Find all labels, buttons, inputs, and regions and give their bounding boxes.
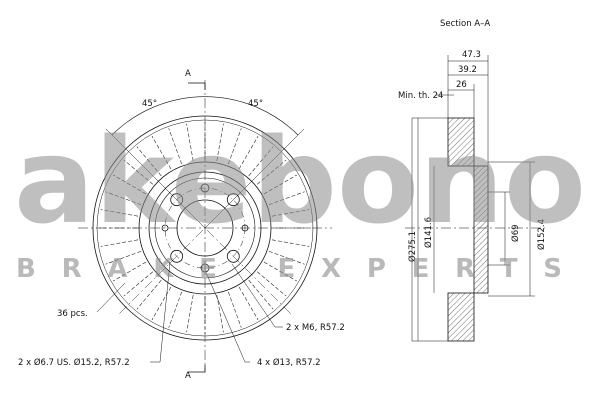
vane (238, 136, 259, 170)
watermark-brand: akebono (14, 112, 586, 250)
section-marker-bottom: A (185, 371, 191, 381)
vane (136, 279, 162, 310)
dim-overall-width: 47.3 (462, 50, 481, 60)
angle-arc (111, 96, 299, 136)
vane (113, 261, 147, 282)
section-view (405, 55, 545, 342)
vane (113, 174, 147, 195)
angle-label-right: 45° (248, 99, 263, 109)
vane (256, 271, 287, 297)
vane (268, 251, 305, 265)
vane (263, 261, 297, 282)
dim-hat-height: 39.2 (458, 65, 477, 75)
vane (136, 146, 162, 177)
callout-locating-holes: 2 x Ø6.7 US. Ø15.2, R57.2 (18, 357, 130, 368)
friction-ring-top (447, 117, 475, 167)
vane (168, 291, 182, 328)
callout-bolt-holes: 4 x Ø13, R57.2 (257, 357, 321, 368)
bolt-hole (170, 249, 184, 263)
section-marker-top: A (185, 69, 191, 79)
vane (228, 128, 242, 165)
vane (100, 239, 139, 247)
dia-outer: Ø275.1 (407, 231, 418, 262)
vane (186, 294, 194, 333)
bolt-hole (226, 193, 240, 207)
callout-vanes: 36 pcs. (57, 309, 88, 319)
vane (248, 279, 274, 310)
angle-leader-left (105, 128, 206, 229)
vane (151, 286, 172, 320)
angle-leader-right (204, 128, 305, 229)
leader-locating (150, 261, 171, 363)
min-thickness: Min. th. 24 (398, 91, 443, 101)
watermark: akebono BRAKE EXPERTS (14, 112, 586, 284)
bolt-hole (170, 193, 184, 207)
front-view (78, 80, 332, 373)
vane (105, 191, 142, 205)
friction-ring-bottom (447, 292, 475, 342)
vane (228, 291, 242, 328)
vane (256, 159, 287, 185)
vane (100, 209, 139, 217)
vane (123, 271, 154, 297)
vane (248, 146, 274, 177)
vane (268, 191, 305, 205)
callout-thread-holes: 2 x M6, R57.2 (286, 323, 345, 333)
vane (263, 174, 297, 195)
vane (168, 128, 182, 165)
watermark-tagline: BRAKE EXPERTS (16, 254, 584, 284)
vane (105, 251, 142, 265)
vane (271, 209, 310, 217)
cooling-vanes (99, 122, 311, 334)
vane (271, 239, 310, 247)
dia-center-bore: Ø69 (510, 224, 521, 242)
vane (216, 294, 224, 333)
vane (238, 286, 259, 320)
vane (151, 136, 172, 170)
leader-vanes (96, 282, 126, 313)
hat-section (473, 165, 489, 294)
leader-bolts (204, 269, 250, 363)
vane (216, 123, 224, 162)
bolt-hole (226, 249, 240, 263)
vane (123, 159, 154, 185)
dim-thickness: 26 (456, 80, 467, 90)
vane (186, 123, 194, 162)
leader-thread (231, 263, 283, 328)
section-arrow-top (188, 82, 206, 90)
section-title: Section A–A (440, 19, 490, 29)
section-arrow-bottom (188, 365, 206, 373)
dia-hat: Ø141.6 (423, 217, 434, 248)
angle-label-left: 45° (142, 99, 157, 109)
dia-bolt: Ø152.4 (536, 219, 547, 250)
